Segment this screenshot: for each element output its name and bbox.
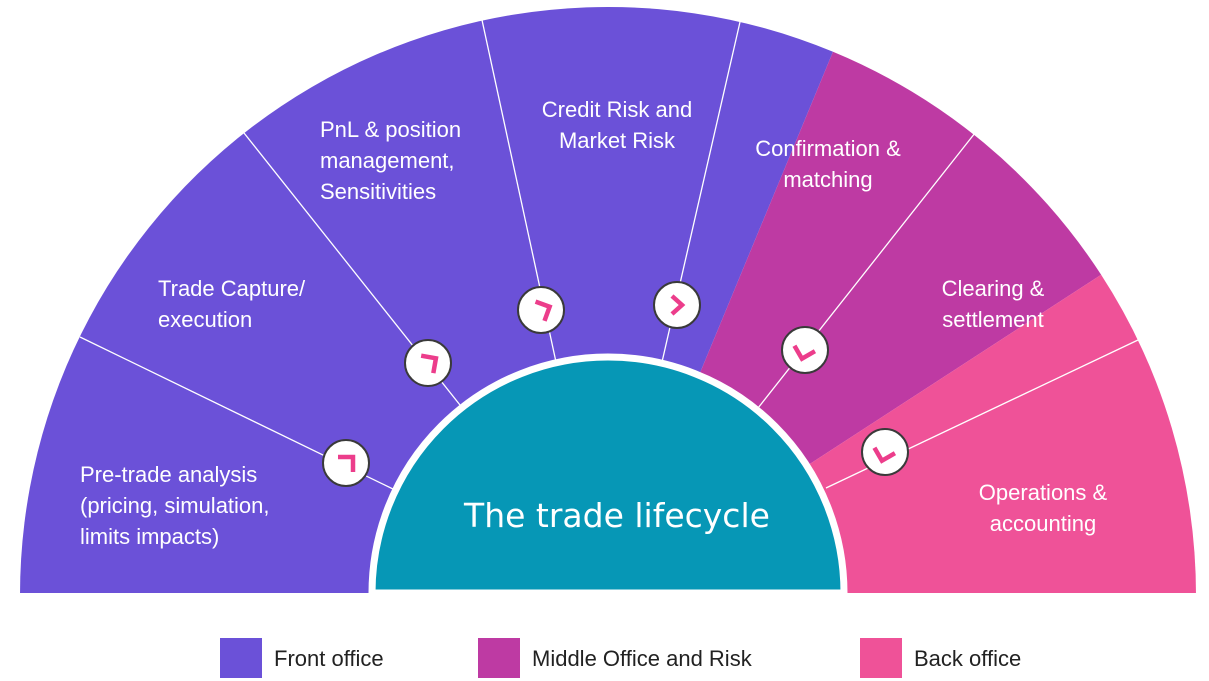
segment-label-line: Confirmation & (755, 136, 901, 161)
stage-connector (781, 326, 829, 374)
legend-swatch (860, 638, 902, 678)
legend-item: Back office (860, 638, 1021, 678)
legend: Front office Middle Office and Risk Back o… (220, 638, 1021, 678)
segment-label-line: Pre-trade analysis (80, 462, 257, 487)
legend-label: Front office (274, 646, 384, 671)
legend-swatch (220, 638, 262, 678)
segment-label-line: Sensitivities (320, 179, 436, 204)
legend-label: Middle Office and Risk (532, 646, 753, 671)
segment-label-line: (pricing, simulation, (80, 493, 270, 518)
segment-label-line: accounting (990, 511, 1096, 536)
baseline-mask (0, 593, 1209, 681)
segment-label: Trade Capture/execution (158, 276, 306, 332)
segment-label-line: Clearing & (942, 276, 1045, 301)
segment-label-line: settlement (942, 307, 1044, 332)
legend-swatch (478, 638, 520, 678)
stage-connector (517, 286, 565, 334)
legend-label: Back office (914, 646, 1021, 671)
legend-item: Front office (220, 638, 384, 678)
corner-arrow-icon (420, 353, 439, 374)
segment-label-line: Operations & (979, 480, 1108, 505)
center-hub: The trade lifecycle (368, 353, 848, 597)
center-title: The trade lifecycle (463, 496, 770, 535)
segment-label-line: limits impacts) (80, 524, 219, 549)
center-hub-shape (368, 353, 848, 597)
segment-label: Operations & accounting (979, 480, 1108, 536)
segment-label: Confirmation & matching (755, 136, 901, 192)
segment-label: Clearing & settlement (942, 276, 1045, 332)
chevron-right-icon (670, 294, 686, 316)
corner-arrow-icon (534, 299, 553, 322)
connector-circle (404, 339, 452, 387)
corner-arrow-icon (872, 446, 897, 464)
segment-label-line: management, (320, 148, 455, 173)
connector-circle (781, 326, 829, 374)
connector-circle (653, 281, 701, 329)
corner-arrow-icon (792, 344, 817, 362)
connector-circle (517, 286, 565, 334)
segment-label-line: PnL & position (320, 117, 461, 142)
segment-label-line: Trade Capture/ (158, 276, 306, 301)
segment-label: Pre-trade analysis (pricing, simulation, l… (80, 462, 270, 549)
stage-connector (653, 281, 701, 329)
segment-labels: Pre-trade analysis (pricing, simulation, l… (80, 97, 1108, 549)
segment-label-line: execution (158, 307, 252, 332)
stage-connectors (322, 281, 909, 487)
segment-label-line: matching (783, 167, 872, 192)
stage-connector (861, 428, 909, 476)
stage-connector (322, 439, 370, 487)
connector-circle (322, 439, 370, 487)
segment-label-line: Credit Risk and (542, 97, 692, 122)
corner-arrow-icon (338, 454, 356, 472)
stage-connector (404, 339, 452, 387)
legend-item: Middle Office and Risk (478, 638, 753, 678)
connector-circle (861, 428, 909, 476)
segment-label-line: Market Risk (559, 128, 676, 153)
segment-label: PnL & position management, Sensitivities (320, 117, 461, 204)
